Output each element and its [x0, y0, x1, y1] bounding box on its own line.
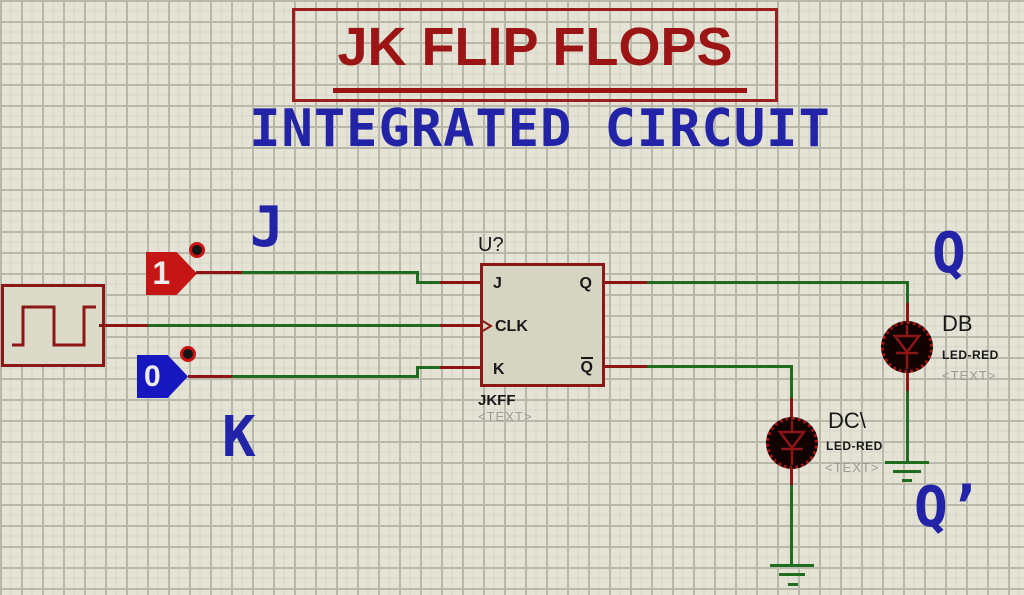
- wire-qbar[interactable]: [647, 365, 793, 368]
- pulse-generator[interactable]: [1, 284, 105, 367]
- ic-text-placeholder: <TEXT>: [478, 409, 533, 424]
- wire-clk[interactable]: [148, 324, 440, 327]
- led-dc-model: LED-RED: [826, 439, 883, 453]
- title-box: JK FLIP FLOPS: [292, 8, 778, 102]
- wire-j[interactable]: [242, 271, 419, 274]
- led-db-ref: DB: [942, 311, 973, 336]
- ground-bar: [770, 564, 814, 567]
- wire-j[interactable]: [440, 281, 480, 284]
- wire-k[interactable]: [232, 375, 419, 378]
- wire-k[interactable]: [416, 366, 440, 369]
- wire-clk[interactable]: [99, 324, 148, 327]
- page-title: JK FLIP FLOPS: [337, 17, 733, 77]
- logic-state-high[interactable]: 1: [146, 252, 197, 295]
- wire-q[interactable]: [906, 369, 909, 391]
- square-wave-icon: [12, 305, 96, 347]
- logic-state-high-value: 1: [152, 255, 171, 291]
- wire-qbar[interactable]: [790, 365, 793, 398]
- wire-q[interactable]: [906, 303, 909, 326]
- pin-q: Q: [579, 275, 592, 292]
- ground-bar: [779, 573, 805, 576]
- wire-j[interactable]: [416, 271, 419, 284]
- wire-q[interactable]: [906, 281, 909, 303]
- net-label-k: K: [222, 405, 256, 470]
- led-db-model: LED-RED: [942, 348, 999, 362]
- logic-state-low-value: 0: [143, 359, 161, 393]
- net-label-q: Q: [932, 221, 966, 286]
- title-underline: [333, 88, 747, 93]
- wire-j[interactable]: [196, 271, 242, 274]
- wire-k[interactable]: [440, 366, 480, 369]
- ground-bar: [788, 583, 798, 586]
- wire-qbar[interactable]: [790, 465, 793, 485]
- jk-flipflop-ic[interactable]: J CLK K Q Q: [480, 263, 605, 387]
- net-label-j: J: [250, 195, 284, 260]
- ground-bar: [893, 470, 921, 473]
- wire-clk[interactable]: [440, 324, 480, 327]
- page-subtitle: INTEGRATED CIRCUIT: [249, 99, 831, 159]
- pin-clk: CLK: [495, 318, 528, 335]
- diode-icon: [892, 325, 922, 369]
- ground-bar: [885, 461, 929, 464]
- pin-q-bar: Q: [580, 357, 593, 376]
- ic-model: JKFF: [478, 392, 516, 409]
- led-dc-text-placeholder: <TEXT>: [825, 460, 880, 475]
- ground-bar: [902, 479, 912, 482]
- logic-toggle-icon[interactable]: [189, 242, 205, 258]
- wire-qbar[interactable]: [605, 365, 647, 368]
- wire-j[interactable]: [416, 281, 440, 284]
- led-db[interactable]: [881, 321, 933, 373]
- logic-toggle-icon[interactable]: [180, 346, 196, 362]
- clock-edge-icon: [480, 319, 493, 333]
- wire-k[interactable]: [416, 366, 419, 378]
- wire-k[interactable]: [188, 375, 232, 378]
- ic-ref: U?: [478, 234, 504, 256]
- wire-q[interactable]: [647, 281, 909, 284]
- diode-icon: [777, 421, 807, 465]
- pin-j: J: [493, 275, 502, 292]
- led-dc-ref: DC\: [828, 408, 866, 433]
- led-dc[interactable]: [766, 417, 818, 469]
- wire-qbar[interactable]: [790, 398, 793, 421]
- wire-q[interactable]: [906, 391, 909, 462]
- wire-q[interactable]: [605, 281, 647, 284]
- pin-k: K: [493, 361, 505, 378]
- wire-qbar[interactable]: [790, 485, 793, 565]
- net-label-q-prime: Q’: [914, 475, 982, 540]
- led-db-text-placeholder: <TEXT>: [942, 368, 997, 383]
- logic-state-low[interactable]: 0: [137, 355, 188, 398]
